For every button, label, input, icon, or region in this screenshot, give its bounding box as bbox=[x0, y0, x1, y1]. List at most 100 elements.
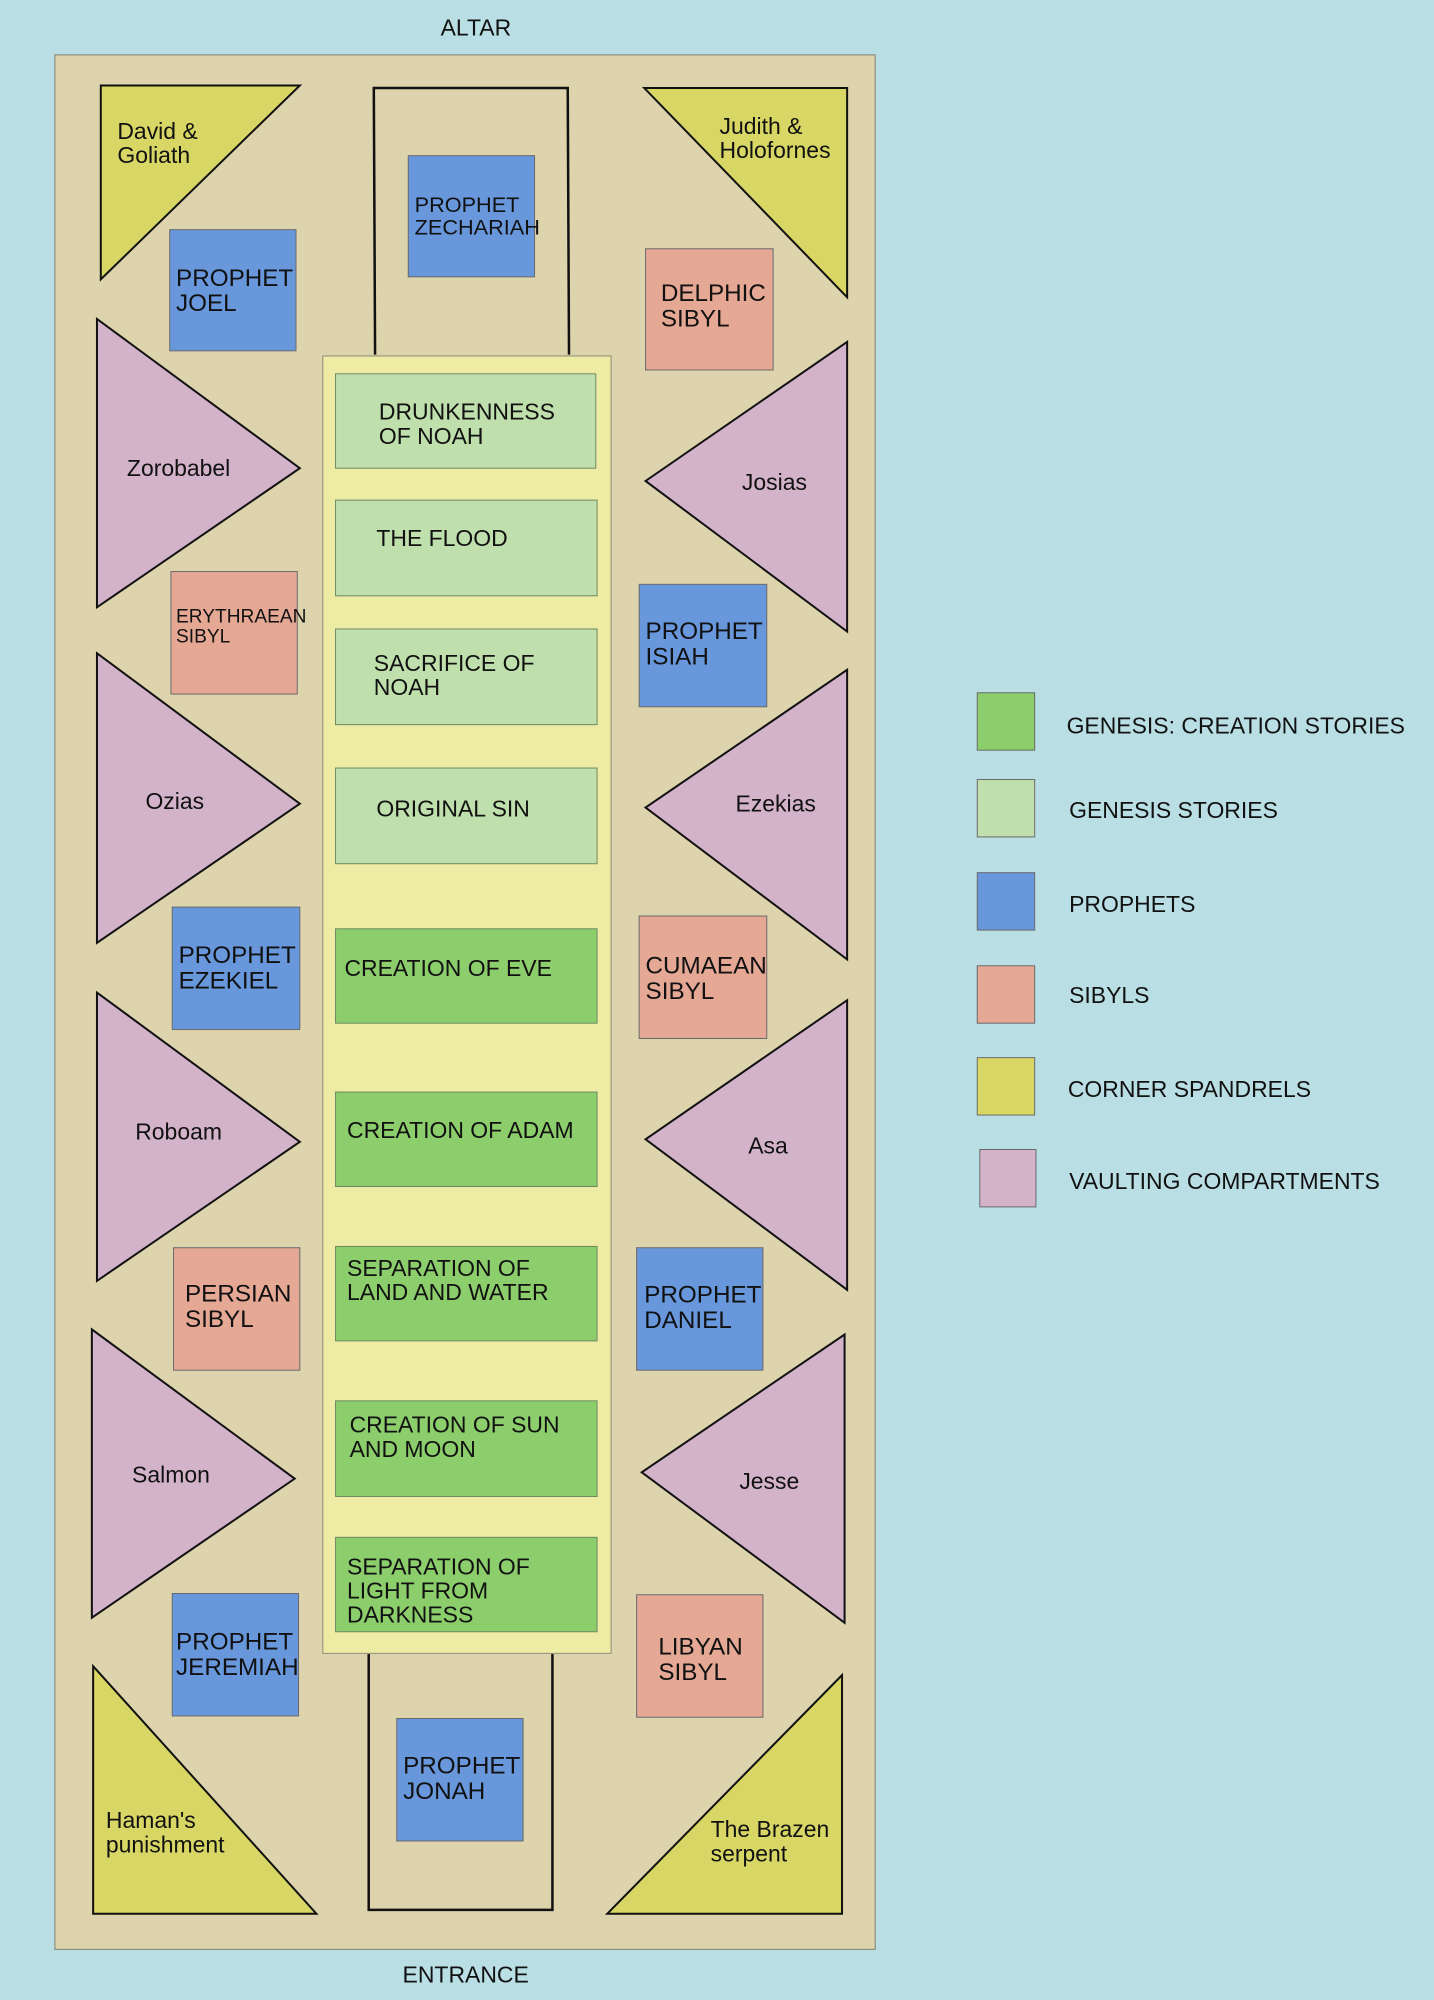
entrance-bracket bbox=[367, 1653, 554, 1912]
seer-label-line: DANIEL bbox=[644, 1307, 732, 1334]
seer-label-line: SIBYL bbox=[661, 306, 730, 333]
vault-label: Ezekias bbox=[735, 790, 815, 816]
spandrel-david-goliath bbox=[99, 84, 303, 282]
seer-label-line: SIBYL bbox=[646, 978, 715, 1005]
spandrel-label-line: The Brazen bbox=[711, 1816, 830, 1842]
panel-label-line: SEPARATION OF bbox=[347, 1553, 530, 1579]
panel-original-sin bbox=[335, 767, 598, 865]
altar-label: ALTAR bbox=[441, 15, 512, 41]
legend-label-prophets: PROPHETS bbox=[1069, 891, 1195, 917]
panel-label-line: CREATION OF EVE bbox=[344, 955, 551, 981]
legend-label-sibyls: SIBYLS bbox=[1069, 982, 1149, 1008]
spandrel-label-line: Judith & bbox=[720, 113, 803, 139]
seer-label-line: ZECHARIAH bbox=[415, 215, 540, 240]
vault-asa bbox=[643, 998, 849, 1292]
prophet-prophet-jonah bbox=[396, 1718, 524, 1842]
panel-drunkenness-of-noah bbox=[335, 373, 597, 469]
legend-label-spandrels: CORNER SPANDRELS bbox=[1068, 1076, 1311, 1102]
seer-label-line: PROPHET bbox=[644, 1282, 761, 1309]
panel-label-line: ORIGINAL SIN bbox=[376, 796, 529, 822]
vault-ezekias bbox=[643, 667, 849, 962]
prophet-prophet-jeremiah bbox=[171, 1592, 300, 1717]
panel-creation-of-adam bbox=[335, 1091, 598, 1187]
vault-zorobabel bbox=[95, 316, 302, 610]
altar-bracket bbox=[372, 86, 571, 355]
legend-swatch-prophets bbox=[976, 872, 1036, 931]
seer-label-line: SIBYL bbox=[176, 627, 230, 648]
spandrel-label-line: Goliath bbox=[117, 142, 190, 168]
sibyl-cumaean-sibyl bbox=[638, 915, 768, 1040]
vault-ozias bbox=[95, 651, 302, 945]
prophet-prophet-isiah bbox=[638, 583, 768, 708]
seer-label-line: PERSIAN bbox=[185, 1280, 291, 1307]
vault-label: Salmon bbox=[132, 1461, 210, 1487]
seer-label-line: CUMAEAN bbox=[646, 952, 767, 979]
panel-label-line: SEPARATION OF bbox=[347, 1255, 530, 1281]
panel-label-line: LIGHT FROM bbox=[347, 1577, 488, 1603]
panel-label-line: SACRIFICE OF bbox=[374, 650, 535, 676]
panel-label-line: DRUNKENNESS bbox=[379, 399, 555, 425]
spandrel-label-line: Haman's bbox=[106, 1807, 196, 1833]
spandrel-label-line: David & bbox=[117, 118, 197, 144]
panel-separation-of-land-and-water bbox=[335, 1245, 598, 1342]
legend-swatch-spandrels bbox=[976, 1057, 1036, 1116]
spandrel-label-line: Holofornes bbox=[720, 137, 831, 163]
seer-label-line: PROPHET bbox=[176, 265, 293, 292]
panel-sacrifice-of-noah bbox=[335, 628, 598, 726]
panel-label-line: AND MOON bbox=[350, 1436, 476, 1462]
sibyl-delphic-sibyl bbox=[645, 248, 774, 371]
prophet-prophet-ezekiel bbox=[171, 906, 301, 1031]
panel-label-line: CREATION OF ADAM bbox=[347, 1117, 574, 1143]
seer-label-line: JONAH bbox=[403, 1778, 485, 1805]
seer-label-line: SIBYL bbox=[185, 1306, 254, 1333]
spandrel-label-line: serpent bbox=[711, 1840, 788, 1866]
entrance-label: ENTRANCE bbox=[403, 1962, 529, 1988]
seer-label-line: PROPHET bbox=[415, 192, 520, 217]
seer-label-line: ISIAH bbox=[646, 644, 709, 671]
seer-label-line: JOEL bbox=[176, 290, 237, 317]
panel-label-line: LAND AND WATER bbox=[347, 1279, 549, 1305]
spandrel-judith-holofornes bbox=[641, 87, 849, 300]
spandrel-the-brazen-serpent bbox=[604, 1672, 844, 1915]
panel-creation-of-eve bbox=[335, 928, 598, 1024]
seer-label-line: PROPHET bbox=[403, 1752, 520, 1779]
prophet-prophet-zechariah bbox=[407, 155, 536, 278]
seer-label-line: SIBYL bbox=[658, 1659, 727, 1686]
seer-label-line: ERYTHRAEAN bbox=[176, 607, 306, 628]
vault-label: Ozias bbox=[145, 788, 204, 814]
legend-label-creation: GENESIS: CREATION STORIES bbox=[1067, 713, 1405, 739]
vault-salmon bbox=[90, 1327, 297, 1620]
seer-label-line: JEREMIAH bbox=[176, 1654, 299, 1681]
panel-separation-of-light-from-darkness bbox=[335, 1536, 598, 1633]
sibyl-persian-sibyl bbox=[173, 1247, 301, 1371]
vault-label: Asa bbox=[748, 1132, 788, 1158]
vault-roboam bbox=[95, 990, 302, 1283]
prophet-prophet-joel bbox=[169, 229, 297, 352]
legend-swatch-vaulting bbox=[979, 1148, 1037, 1208]
seer-label-line: LIBYAN bbox=[658, 1634, 742, 1661]
vault-label: Zorobabel bbox=[127, 455, 230, 481]
panel-label-line: OF NOAH bbox=[379, 423, 484, 449]
sibyl-libyan-sibyl bbox=[636, 1594, 764, 1718]
legend-swatch-genesis bbox=[976, 779, 1036, 838]
vault-label: Jesse bbox=[739, 1468, 799, 1494]
vault-josias bbox=[643, 340, 849, 634]
panel-label-line: CREATION OF SUN bbox=[350, 1412, 560, 1438]
panel-the-flood bbox=[335, 499, 598, 597]
sibyl-erythraean-sibyl bbox=[170, 571, 298, 695]
legend-label-vaulting: VAULTING COMPARTMENTS bbox=[1069, 1168, 1380, 1194]
legend: GENESIS: CREATION STORIES GENESIS STORIES… bbox=[976, 692, 1405, 1208]
panel-label-line: THE FLOOD bbox=[376, 525, 507, 551]
panel-label-line: DARKNESS bbox=[347, 1602, 473, 1628]
legend-label-genesis: GENESIS STORIES bbox=[1069, 797, 1278, 823]
spandrel-haman-s-punishment bbox=[92, 1663, 319, 1915]
prophet-prophet-daniel bbox=[636, 1247, 764, 1371]
vault-label: Roboam bbox=[135, 1118, 222, 1144]
panel-creation-of-sun-and-moon bbox=[335, 1400, 598, 1498]
spandrel-label-line: punishment bbox=[106, 1831, 225, 1857]
seer-label-line: PROPHET bbox=[646, 618, 763, 645]
seer-label-line: DELPHIC bbox=[661, 280, 766, 307]
legend-swatch-sibyls bbox=[976, 965, 1036, 1024]
